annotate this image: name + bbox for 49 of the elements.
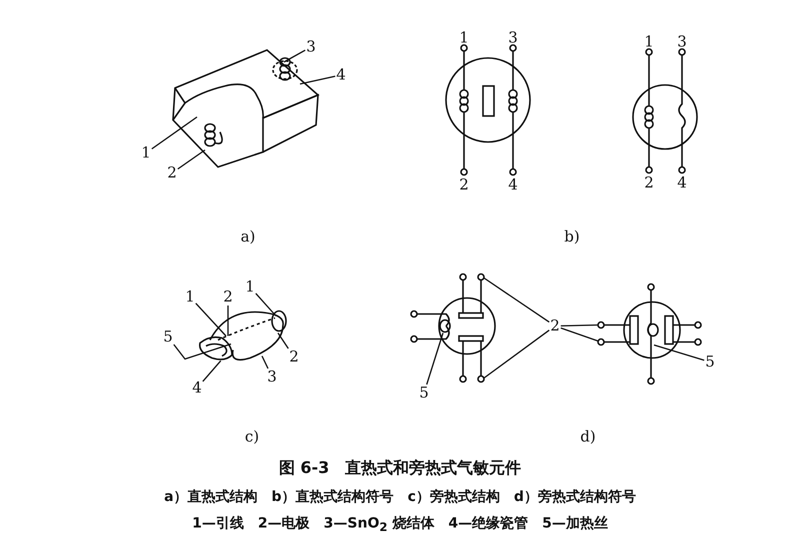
leader-line	[195, 302, 226, 336]
leader-line	[173, 343, 232, 360]
leader-line	[261, 356, 269, 369]
legend-text: 1—引线 2—电极 3—SnO$_{2}$ 烧结体 4—绝缘瓷管 5—加热丝	[192, 516, 608, 534]
callout-number: 2	[550, 318, 560, 334]
pin-number: 4	[508, 178, 518, 192]
panel-label: a)	[240, 230, 256, 244]
callout-number: 2	[289, 350, 299, 364]
sensor-symbol	[410, 273, 496, 383]
leader-line	[202, 360, 222, 382]
callout-number: 1	[185, 290, 195, 304]
leader-line	[284, 50, 306, 63]
leader-line	[300, 76, 336, 85]
leader-line	[151, 116, 198, 150]
leader-line	[255, 292, 276, 316]
leader-line	[560, 324, 598, 327]
panel-label: b)	[564, 230, 580, 244]
callout-number: 5	[705, 354, 715, 370]
sensor-symbol	[597, 283, 702, 385]
leader-line	[560, 327, 598, 342]
leader-line	[426, 332, 444, 385]
leader-line	[484, 330, 550, 379]
pin-number: 4	[677, 176, 687, 190]
panel-label: d)	[580, 430, 596, 444]
pin-number: 2	[644, 176, 654, 190]
sensor-drawing	[198, 310, 287, 361]
leader-line	[654, 344, 704, 361]
callout-number: 3	[306, 40, 316, 54]
callout-number: 1	[141, 146, 151, 160]
pin-number: 1	[459, 30, 469, 46]
callout-number: 2	[167, 166, 177, 180]
figure-title: 图 6-3 直热式和旁热式气敏元件	[278, 460, 522, 476]
pin-number: 3	[677, 34, 687, 50]
leader-line	[277, 332, 289, 349]
callout-number: 3	[267, 370, 277, 384]
callout-number: 5	[419, 386, 429, 400]
leader-line	[484, 277, 550, 323]
callout-number: 4	[336, 68, 346, 82]
pin-number: 3	[508, 30, 518, 46]
callout-number: 1	[245, 280, 255, 294]
panel-label: c)	[244, 430, 260, 444]
pin-number: 2	[459, 178, 469, 192]
callout-number: 5	[163, 330, 173, 344]
figure-caption: a）直热式结构 b）直热式结构符号 c）旁热式结构 d）旁热式结构符号	[164, 490, 636, 504]
pin-number: 1	[644, 34, 654, 50]
leader-line	[177, 149, 206, 170]
callout-number: 4	[192, 380, 202, 396]
callout-number: 2	[223, 290, 233, 304]
leader-line	[227, 306, 229, 336]
